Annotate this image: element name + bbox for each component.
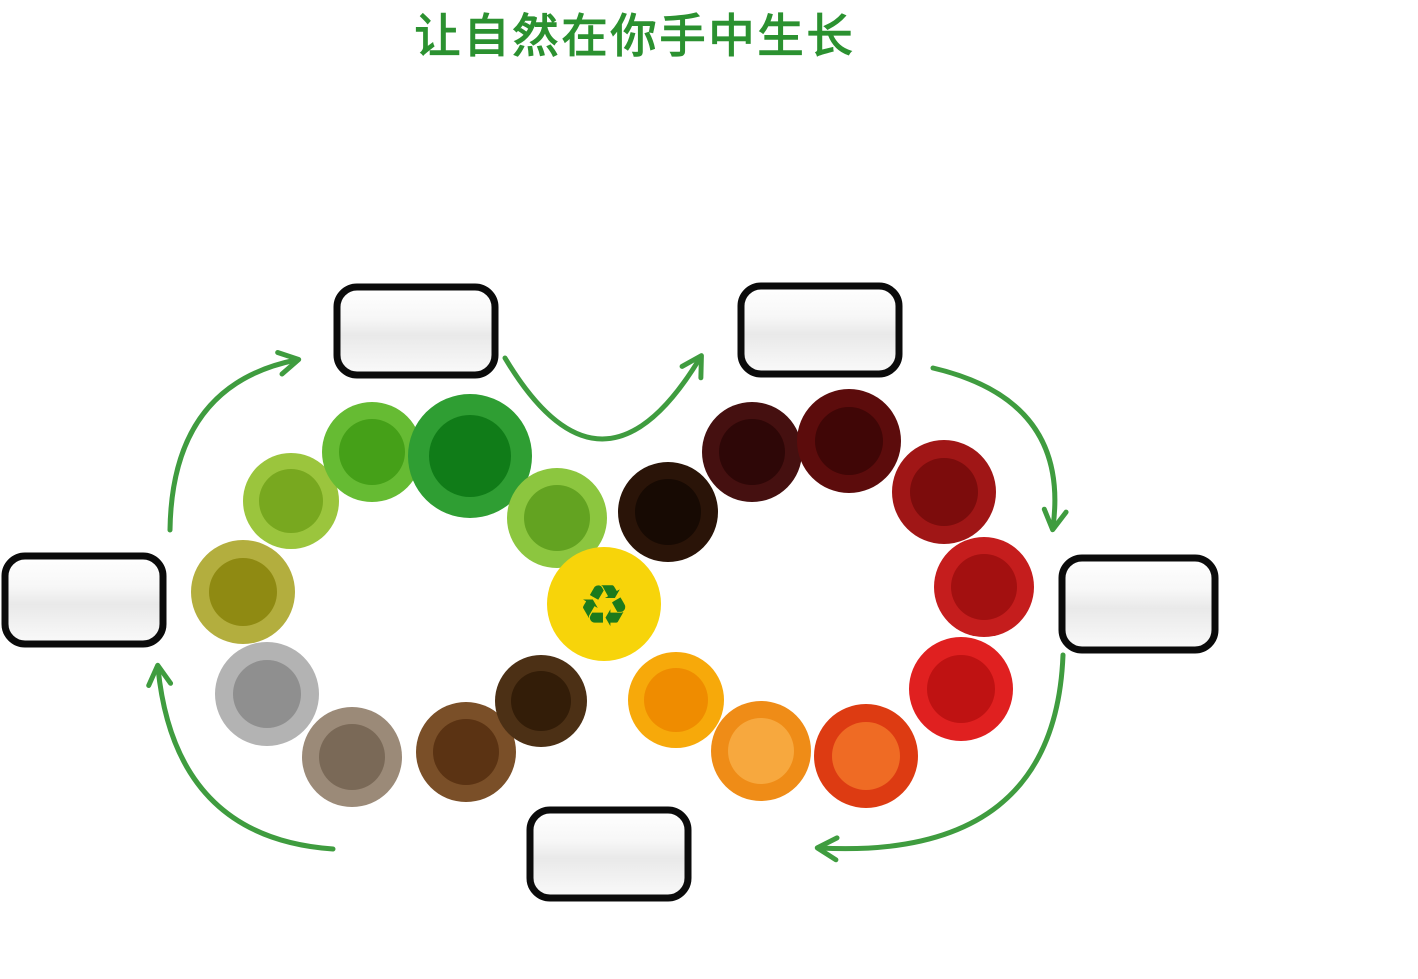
bead-darkest-maroon xyxy=(702,402,802,502)
bead-dark-green xyxy=(408,394,532,518)
bead-yellow-orange xyxy=(628,652,724,748)
bead-bright-red xyxy=(909,637,1013,741)
label-box-top-left xyxy=(333,283,499,379)
flow-arrow-right-side-down xyxy=(930,365,1069,533)
bead-maroon xyxy=(797,389,901,493)
bead-near-black xyxy=(618,462,718,562)
bead-red-orange xyxy=(814,704,918,808)
bead-red xyxy=(934,537,1034,637)
flow-arrow-left-side-up xyxy=(167,350,302,533)
bead-green xyxy=(322,402,422,502)
bead-light-green xyxy=(507,468,607,568)
recycle-icon: ♻ xyxy=(578,572,630,640)
bead-yellow-green xyxy=(243,453,339,549)
bead-dark-red xyxy=(892,440,996,544)
bead-orange xyxy=(711,701,811,801)
label-box-bottom xyxy=(526,806,692,902)
page-title: 让自然在你手中生长 xyxy=(414,9,856,63)
bead-brown xyxy=(416,702,516,802)
flow-arrow-bottom-right-left xyxy=(814,652,1066,863)
label-box-top-right xyxy=(737,282,903,378)
bead-taupe xyxy=(302,707,402,807)
label-box-right xyxy=(1058,554,1219,654)
arrows-layer xyxy=(146,350,1069,863)
beads-layer xyxy=(191,389,1034,808)
bead-gray xyxy=(215,642,319,746)
bead-olive xyxy=(191,540,295,644)
boxes-layer xyxy=(1,282,1219,902)
bead-dark-brown xyxy=(495,655,587,747)
flow-arrow-bottom-left-up xyxy=(146,662,336,852)
flow-arrow-center-crossover xyxy=(502,353,704,442)
recycle-hub: ♻ xyxy=(547,547,661,661)
label-box-left xyxy=(1,552,167,648)
hub-layer: ♻ xyxy=(547,547,661,661)
